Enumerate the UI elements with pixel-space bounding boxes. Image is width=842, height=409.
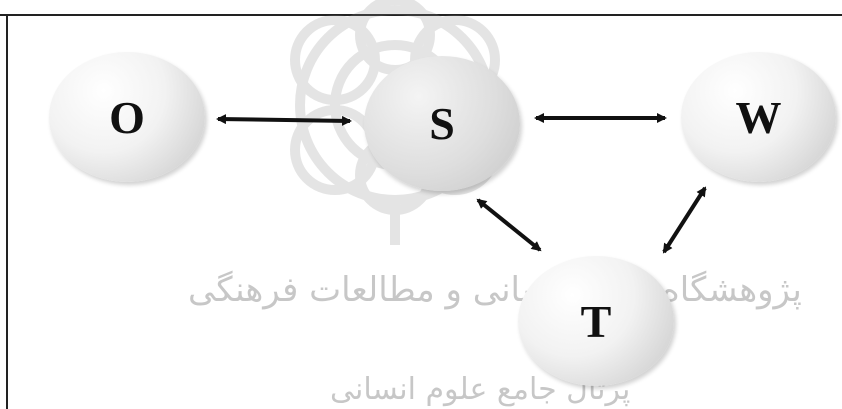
node-w-label: W — [681, 52, 836, 182]
node-o-label: O — [49, 52, 205, 182]
edge-w-t — [664, 188, 705, 252]
edge-s-t — [478, 200, 540, 250]
node-s-label: S — [364, 56, 520, 191]
node-w: W — [681, 52, 836, 182]
node-s: S — [364, 56, 520, 191]
node-t: T — [518, 256, 674, 386]
node-o: O — [49, 52, 205, 182]
edge-o-s — [218, 119, 350, 121]
node-t-label: T — [518, 256, 674, 386]
